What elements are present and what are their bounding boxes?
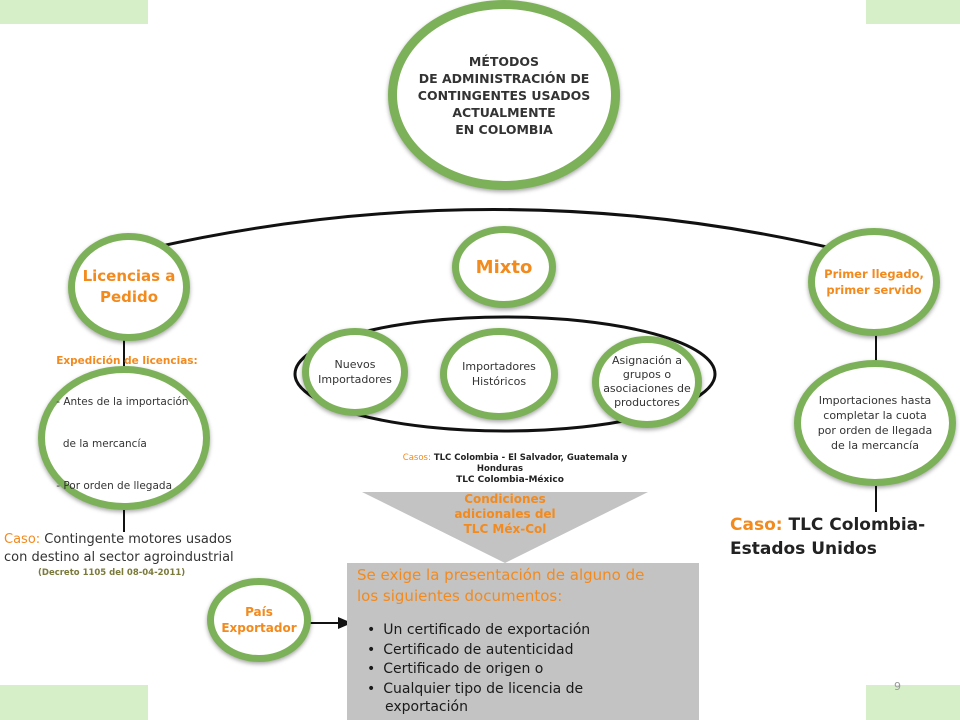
licencias-detail-item: de la mercancía: [56, 438, 147, 450]
document-item-continuation: exportación: [385, 699, 468, 715]
sub-label-line: productores: [614, 396, 680, 409]
root-line: CONTINGENTES USADOS: [417, 87, 591, 103]
root-line: EN COLOMBIA: [455, 121, 553, 137]
mixto-title: Mixto: [475, 256, 533, 278]
mixto-circle: Mixto: [452, 226, 556, 308]
nuevos-importadores-circle: Nuevos Importadores: [302, 328, 408, 416]
documents-heading-line: los siguientes documentos:: [357, 587, 563, 605]
pais-exportador-circle: País Exportador: [207, 578, 311, 662]
sub-label-line: Importadores: [318, 373, 392, 386]
document-item: Certificado de autenticidad: [367, 641, 590, 661]
primer-detail-line: Importaciones hasta: [818, 394, 932, 407]
conditions-line: adicionales del: [454, 507, 556, 521]
licencias-detail-item: - Antes de la importación: [56, 396, 189, 408]
licencias-detail-item: - Por orden de llegada: [56, 480, 173, 492]
bottom-right-band: [866, 685, 960, 720]
sub-label-line: Históricos: [471, 375, 527, 388]
document-item: Certificado de origen o: [367, 660, 590, 680]
root-line: DE ADMINISTRACIÓN DE: [418, 70, 590, 86]
primer-llegado-circle: Primer llegado, primer servido: [808, 228, 940, 336]
cases-text: TLC Colombia-México: [456, 475, 564, 485]
top-right-band: [866, 0, 960, 24]
sub-label-line: grupos o: [622, 368, 672, 381]
case-text: Contingente motores usados: [44, 532, 232, 547]
top-left-band: [0, 0, 148, 24]
asignacion-grupos-circle: Asignación a grupos o asociaciones de pr…: [592, 336, 702, 428]
pais-line: Exportador: [221, 621, 297, 635]
importadores-historicos-circle: Importadores Históricos: [440, 328, 558, 420]
page-number: 9: [894, 680, 901, 693]
mixto-cases: Casos: TLC Colombia - El Salvador, Guate…: [392, 453, 638, 486]
licencias-title-line: Licencias a: [82, 267, 176, 285]
cases-text: Honduras: [476, 464, 524, 474]
cases-label: Casos:: [402, 453, 431, 463]
sub-label-line: Nuevos: [334, 358, 376, 371]
sub-label-line: Importadores: [462, 360, 536, 373]
licencias-title-line: Pedido: [99, 288, 159, 306]
primer-detail-line: de la mercancía: [831, 439, 919, 452]
conditions-line: Condiciones: [464, 492, 546, 506]
licencias-case: Caso: Contingente motores usados con des…: [4, 531, 234, 567]
document-item: Un certificado de exportación: [367, 621, 590, 641]
pais-line: País: [245, 605, 273, 619]
licencias-circle: Licencias a Pedido: [68, 233, 190, 341]
conditions-triangle: [362, 492, 648, 563]
root-methods-circle: MÉTODOS DE ADMINISTRACIÓN DE CONTINGENTE…: [388, 0, 620, 190]
conditions-line: TLC Méx-Col: [463, 522, 547, 536]
documents-heading: Se exige la presentación de alguno de lo…: [357, 565, 644, 607]
documents-box: Se exige la presentación de alguno de lo…: [347, 563, 699, 720]
sub-label-line: Asignación a: [611, 354, 683, 367]
licencias-detail-title: Expedición de licencias:: [56, 355, 198, 367]
document-item: Cualquier tipo de licencia de: [367, 680, 590, 700]
documents-list: Un certificado de exportación Certificad…: [367, 621, 590, 699]
case-text: TLC Colombia-: [788, 515, 926, 535]
case-text: Estados Unidos: [730, 539, 877, 559]
documents-heading-line: Se exige la presentación de alguno de: [357, 566, 645, 584]
licencias-detail-circle: Expedición de licencias: - Antes de la i…: [38, 355, 210, 510]
case-text: con destino al sector agroindustrial: [4, 550, 234, 565]
primer-detail-line: por orden de llegada: [817, 424, 933, 437]
primer-detail-circle: Importaciones hasta completar la cuota p…: [794, 360, 956, 486]
primer-case: Caso: TLC Colombia- Estados Unidos: [730, 513, 925, 561]
conditions-label: Condiciones adicionales del TLC Méx-Col: [420, 492, 590, 537]
case-label: Caso:: [730, 515, 783, 535]
bottom-left-band: [0, 685, 148, 720]
primer-detail-line: completar la cuota: [823, 409, 927, 422]
primer-title-line: primer servido: [826, 283, 922, 297]
decree-note: (Decreto 1105 del 08-04-2011): [38, 568, 186, 578]
sub-label-line: asociaciones de: [603, 382, 691, 395]
cases-text: TLC Colombia - El Salvador, Guatemala y: [433, 453, 628, 463]
root-line: ACTUALMENTE: [452, 104, 556, 120]
root-line: MÉTODOS: [468, 53, 540, 69]
primer-title-line: Primer llegado,: [824, 267, 924, 281]
case-label: Caso:: [4, 532, 41, 547]
